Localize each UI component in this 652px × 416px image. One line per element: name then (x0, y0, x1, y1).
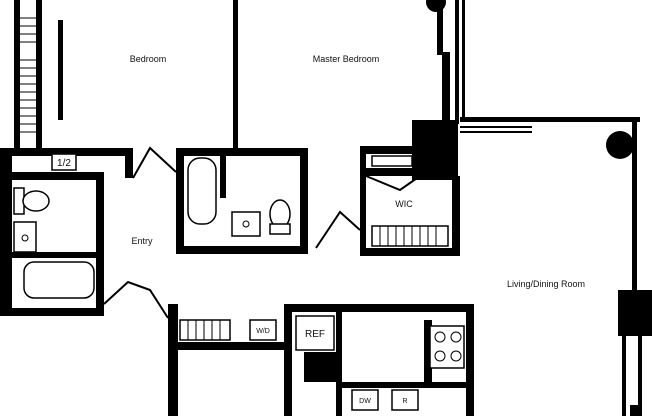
kitchen-appliances (249, 315, 465, 411)
label-entry: Entry (131, 236, 153, 246)
sink-master (231, 211, 261, 237)
column-icon (606, 131, 634, 159)
bathtub-master (187, 157, 217, 225)
label-bedroom: Bedroom (130, 54, 167, 64)
label-half-bath: 1/2 (57, 158, 71, 169)
closet-shelving (20, 17, 449, 341)
label-living-dining: Living/Dining Room (507, 279, 585, 289)
label-dishwasher: DW (359, 398, 371, 405)
label-washer-dryer: W/D (256, 328, 270, 335)
range (429, 325, 465, 369)
refrigerator (295, 315, 335, 351)
dishwasher (351, 389, 379, 411)
label-refrigerator: REF (305, 329, 325, 340)
washer-dryer (249, 319, 277, 341)
toilet-half-bath (13, 187, 50, 215)
label-master-bedroom: Master Bedroom (313, 54, 380, 64)
label-range: R (402, 398, 407, 405)
bath-fixtures (13, 155, 413, 299)
door-swings (103, 146, 421, 319)
bathtub-hall (23, 261, 95, 299)
toilet-master (269, 199, 291, 235)
label-walk-in-closet: WIC (395, 199, 413, 209)
sink-half-bath (13, 221, 37, 253)
kitchen-sink (391, 389, 419, 411)
